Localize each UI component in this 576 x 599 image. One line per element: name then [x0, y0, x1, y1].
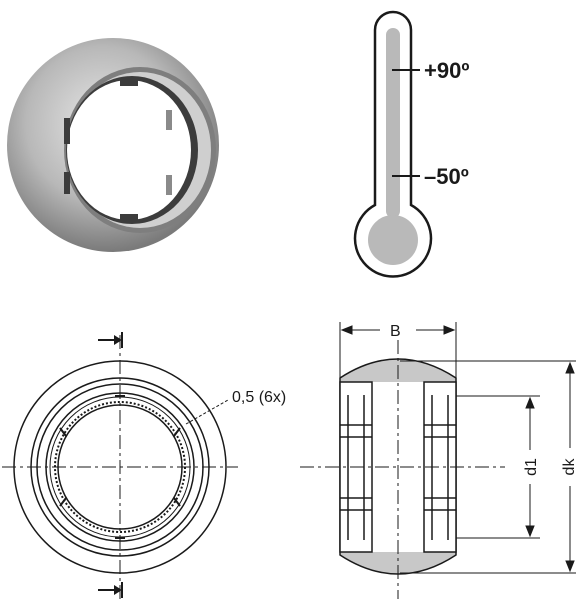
outer-dimension [400, 360, 576, 574]
bore-dimension [456, 395, 540, 539]
thermometer-icon [353, 10, 433, 278]
section-arrow-bottom [98, 582, 123, 598]
slot-note-label: 0,5 (6x) [232, 389, 286, 406]
bearing-photo [7, 38, 219, 252]
max-temperature-label: +90º [424, 58, 469, 83]
slot-note-leader [185, 399, 229, 425]
width-dimension [339, 322, 457, 378]
bore-label: d1 [523, 458, 540, 476]
front-view [2, 335, 238, 599]
width-label: B [390, 323, 401, 340]
side-section-view [300, 340, 505, 599]
outer-label: dk [561, 458, 576, 476]
section-arrow-top [98, 332, 123, 348]
min-temperature-label: –50º [424, 164, 469, 189]
